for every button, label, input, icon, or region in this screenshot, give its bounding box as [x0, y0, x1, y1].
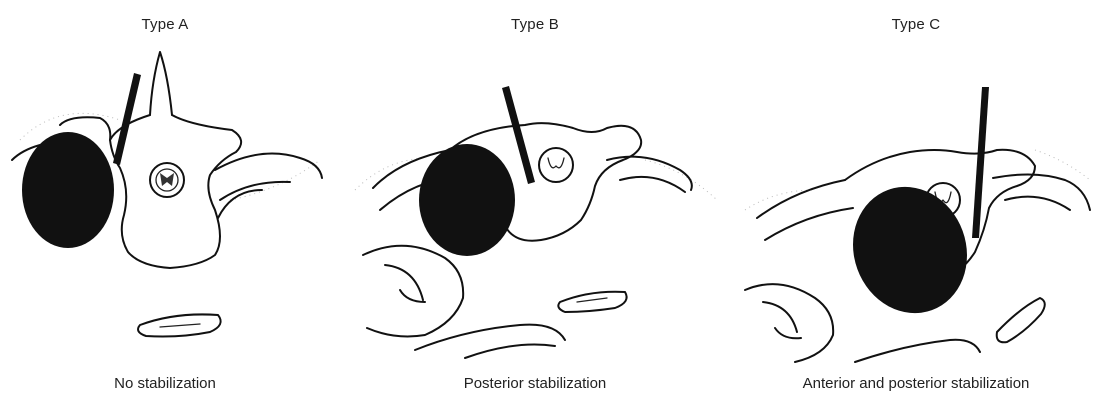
lung-contour [363, 246, 463, 337]
vertebra-diagram-type-a [0, 40, 330, 370]
vertebral-body [110, 115, 241, 268]
panel-type-b: Type B Posterior stabilization [345, 0, 725, 402]
lung-contour [745, 284, 833, 362]
vertebra-diagram-type-c [735, 40, 1097, 370]
rib-right [215, 154, 322, 218]
tumor-mass [22, 132, 114, 248]
panel-caption: No stabilization [0, 375, 330, 392]
rib-left [757, 180, 853, 240]
panel-type-c: Type C Anterior and posterior stabilizat… [735, 0, 1097, 402]
panel-type-a: Type A No stabilization [0, 0, 330, 402]
spinous-process [150, 52, 172, 115]
sternum-fragment [558, 292, 626, 312]
instrument-probe [972, 87, 989, 238]
panel-caption: Posterior stabilization [345, 375, 725, 392]
spinal-canal [539, 148, 573, 182]
panel-caption: Anterior and posterior stabilization [735, 375, 1097, 392]
rib-right [993, 174, 1090, 210]
panel-title: Type B [345, 16, 725, 33]
tumor-mass [419, 144, 515, 256]
panel-title: Type A [0, 16, 330, 33]
panel-title: Type C [735, 16, 1097, 33]
sternum-fragment [997, 298, 1045, 342]
tumor-mass [835, 171, 984, 330]
vertebra-diagram-type-b [345, 40, 725, 370]
spinal-cord-gray-matter [160, 173, 174, 186]
